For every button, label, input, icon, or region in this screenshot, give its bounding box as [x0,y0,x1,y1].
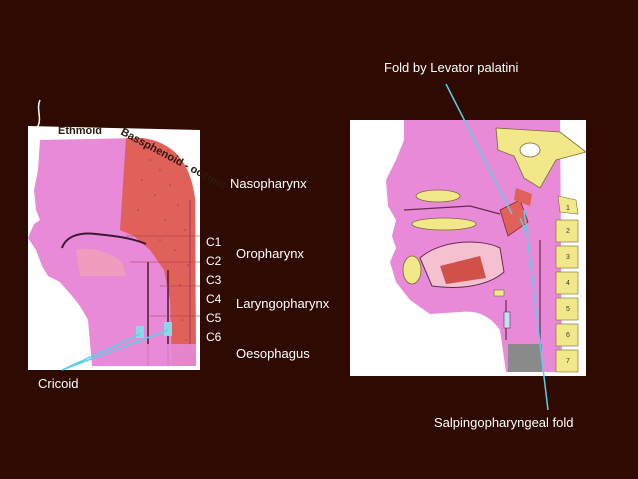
vertebra-label-c5: C5 [206,311,222,325]
vertebra-label-c1: C1 [206,235,222,249]
cervical-vertebrae-labels: C1 C2 C3 C4 C5 C6 [206,235,222,344]
oesophagus-label: Oesophagus [236,346,310,361]
tongue-region [76,248,126,276]
vertebra-number-4: 4 [566,280,570,287]
vertebra-number-1: 1 [566,205,570,212]
oropharynx-label: Oropharynx [236,246,304,261]
right-vertebral-column: 1 2 3 4 5 6 7 [555,195,579,373]
cricoid-marker-front [136,326,144,338]
right-sagittal-section: 1 2 3 4 5 6 7 [350,83,587,411]
tongue-muscle [440,256,486,284]
ethmoid-label: Ethmoid [58,125,102,137]
cricoid-pointer-lines [61,329,169,371]
vertebra-number-2: 2 [566,228,570,235]
palate-outline [61,232,147,249]
nasopharynx-label: Nasopharynx [230,176,307,191]
sphenoid-bone [495,127,587,189]
esophagus-block [508,344,542,372]
pharynx-region [120,138,196,366]
levator-pointer-line [445,83,513,215]
vertebra-label-c4: C4 [206,292,222,306]
cricoid-label: Cricoid [38,376,79,391]
vertebra-number-5: 5 [566,306,570,313]
turbinate-upper [415,189,461,203]
vertebra-label-c3: C3 [206,273,222,287]
fold-levator-label: Fold by Levator palatini [384,60,519,75]
pharynx-texture [137,149,191,356]
vertebra-number-3: 3 [566,254,570,261]
vertebra-number-6: 6 [566,332,570,339]
vertebra-label-c2: C2 [206,254,222,268]
turbinate-lower [411,217,477,231]
laryngopharynx-label: Laryngopharynx [236,296,330,311]
levator-palatini-fold [499,199,529,237]
salpingopharyngeal-pointer-line [523,209,549,411]
head-outline [35,99,41,141]
salpingopharyngeal-label: Salpingopharyngeal fold [434,415,574,430]
vertebra-label-c6: C6 [206,330,222,344]
left-sagittal-section: Ethmoid Bassphenoid - occiput C1 C2 C3 C… [28,99,229,371]
vertebra-number-7: 7 [566,358,570,365]
cricoid-marker-back [164,322,172,336]
